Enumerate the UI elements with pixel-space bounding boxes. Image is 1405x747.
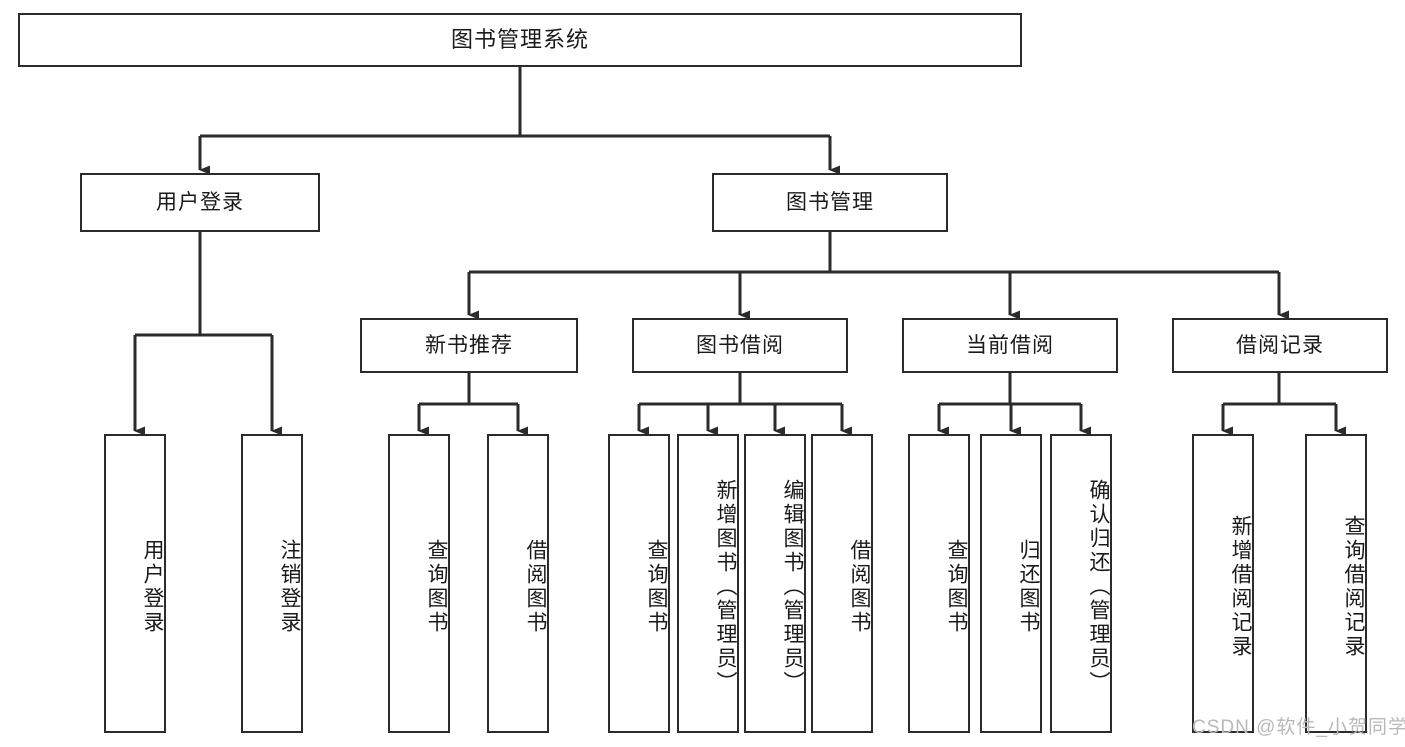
node-leaf-return-book-label: 归还图书 <box>1017 538 1040 635</box>
node-leaf-return-book[interactable]: 归还图书 <box>980 434 1042 733</box>
node-book-manage[interactable]: 图书管理 <box>712 173 948 232</box>
node-leaf-query-record-label: 查询借阅记录 <box>1342 514 1365 659</box>
node-leaf-add-record-label: 新增借阅记录 <box>1229 514 1252 659</box>
node-new-book-rec[interactable]: 新书推荐 <box>360 318 578 373</box>
node-leaf-add-book-label: 新增图书（管理员） <box>714 478 737 695</box>
node-leaf-user-login-label: 用户登录 <box>141 538 164 635</box>
node-leaf-user-logout[interactable]: 注销登录 <box>241 434 303 733</box>
node-leaf-borrow-book-2-label: 借阅图书 <box>848 538 871 635</box>
node-leaf-query-book-2-label: 查询图书 <box>645 538 668 635</box>
node-root[interactable]: 图书管理系统 <box>18 13 1022 67</box>
node-book-borrow-label: 图书借阅 <box>696 333 784 357</box>
node-user-login-label: 用户登录 <box>156 190 244 214</box>
node-leaf-query-book-2[interactable]: 查询图书 <box>608 434 670 733</box>
node-leaf-add-record[interactable]: 新增借阅记录 <box>1192 434 1254 733</box>
node-leaf-borrow-book-1-label: 借阅图书 <box>524 538 547 635</box>
node-leaf-query-book-3-label: 查询图书 <box>945 538 968 635</box>
node-root-label: 图书管理系统 <box>450 26 589 52</box>
node-borrow-record-label: 借阅记录 <box>1236 333 1324 357</box>
node-leaf-user-login[interactable]: 用户登录 <box>104 434 166 733</box>
node-leaf-user-logout-label: 注销登录 <box>278 538 301 635</box>
node-leaf-confirm-return-label: 确认归还（管理员） <box>1087 478 1110 695</box>
node-leaf-query-book-1-label: 查询图书 <box>425 538 448 635</box>
node-current-borrow[interactable]: 当前借阅 <box>902 318 1118 373</box>
node-leaf-query-record[interactable]: 查询借阅记录 <box>1305 434 1367 733</box>
node-user-login[interactable]: 用户登录 <box>80 173 320 232</box>
node-leaf-borrow-book-1[interactable]: 借阅图书 <box>487 434 549 733</box>
node-borrow-record[interactable]: 借阅记录 <box>1172 318 1388 373</box>
node-leaf-borrow-book-2[interactable]: 借阅图书 <box>811 434 873 733</box>
node-leaf-query-book-3[interactable]: 查询图书 <box>908 434 970 733</box>
node-leaf-edit-book[interactable]: 编辑图书（管理员） <box>744 434 806 733</box>
node-leaf-confirm-return[interactable]: 确认归还（管理员） <box>1050 434 1112 733</box>
node-new-book-rec-label: 新书推荐 <box>425 333 513 357</box>
node-leaf-query-book-1[interactable]: 查询图书 <box>388 434 450 733</box>
node-leaf-add-book[interactable]: 新增图书（管理员） <box>677 434 739 733</box>
node-book-borrow[interactable]: 图书借阅 <box>632 318 848 373</box>
node-current-borrow-label: 当前借阅 <box>966 333 1054 357</box>
node-book-manage-label: 图书管理 <box>786 190 874 214</box>
node-leaf-edit-book-label: 编辑图书（管理员） <box>781 478 804 695</box>
